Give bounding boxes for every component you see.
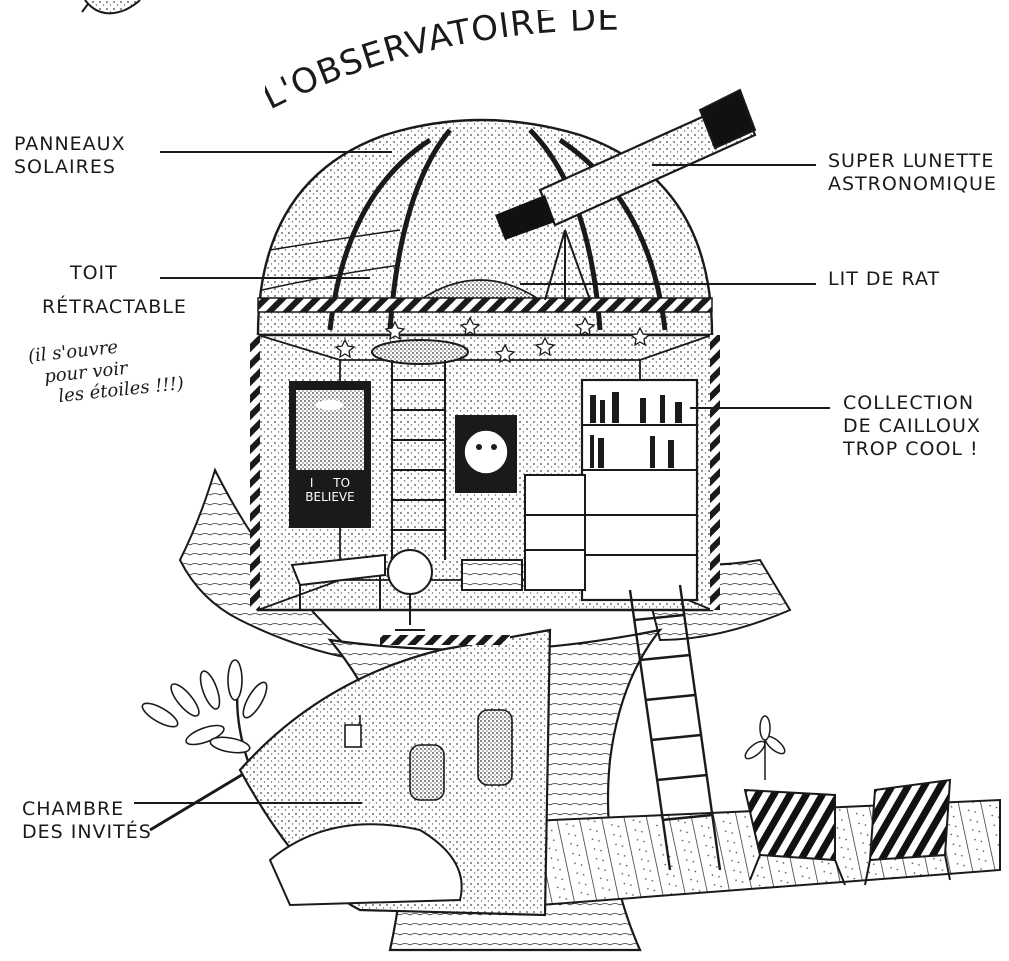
label-line: RÉTRACTABLE [42, 296, 187, 319]
label-line: CHAMBRE [22, 798, 152, 821]
label-super-lunette: SUPER LUNETTE ASTRONOMIQUE [828, 150, 997, 196]
label-panneaux-solaires: PANNEAUX SOLAIRES [14, 133, 126, 179]
label-line: ASTRONOMIQUE [828, 173, 997, 196]
label-line: DES INVITÉS [22, 821, 152, 844]
poster-line: BELIEVE [296, 490, 364, 504]
label-line: TOIT [70, 262, 118, 285]
label-line: TROP COOL ! [843, 438, 981, 461]
label-line: SUPER LUNETTE [828, 150, 997, 173]
label-toit-retractable: RÉTRACTABLE [42, 296, 187, 319]
poster-line: I TO [296, 476, 364, 490]
label-line: COLLECTION [843, 392, 981, 415]
label-chambre-invites: CHAMBRE DES INVITÉS [22, 798, 152, 844]
label-toit-title: TOIT [70, 262, 118, 285]
label-lit-de-rat: LIT DE RAT [828, 268, 940, 291]
label-line: LIT DE RAT [828, 268, 940, 291]
label-collection-cailloux: COLLECTION DE CAILLOUX TROP COOL ! [843, 392, 981, 460]
deck-plant [743, 716, 788, 780]
label-line: DE CAILLOUX [843, 415, 981, 438]
guest-room-tent [240, 630, 550, 915]
leaves-left [139, 660, 271, 755]
title-text: L'OBSERVATOIRE DE RAT [265, 10, 632, 118]
label-line: SOLAIRES [14, 156, 126, 179]
page-title: L'OBSERVATOIRE DE RAT [265, 10, 645, 120]
poster-text: I TO BELIEVE [296, 476, 364, 505]
label-line: PANNEAUX [14, 133, 126, 156]
svg-text:L'OBSERVATOIRE DE RAT: L'OBSERVATOIRE DE RAT [265, 10, 632, 118]
bird-drawing [82, 0, 140, 13]
poster-word: TO [333, 476, 350, 490]
poster-word: I [310, 476, 314, 490]
